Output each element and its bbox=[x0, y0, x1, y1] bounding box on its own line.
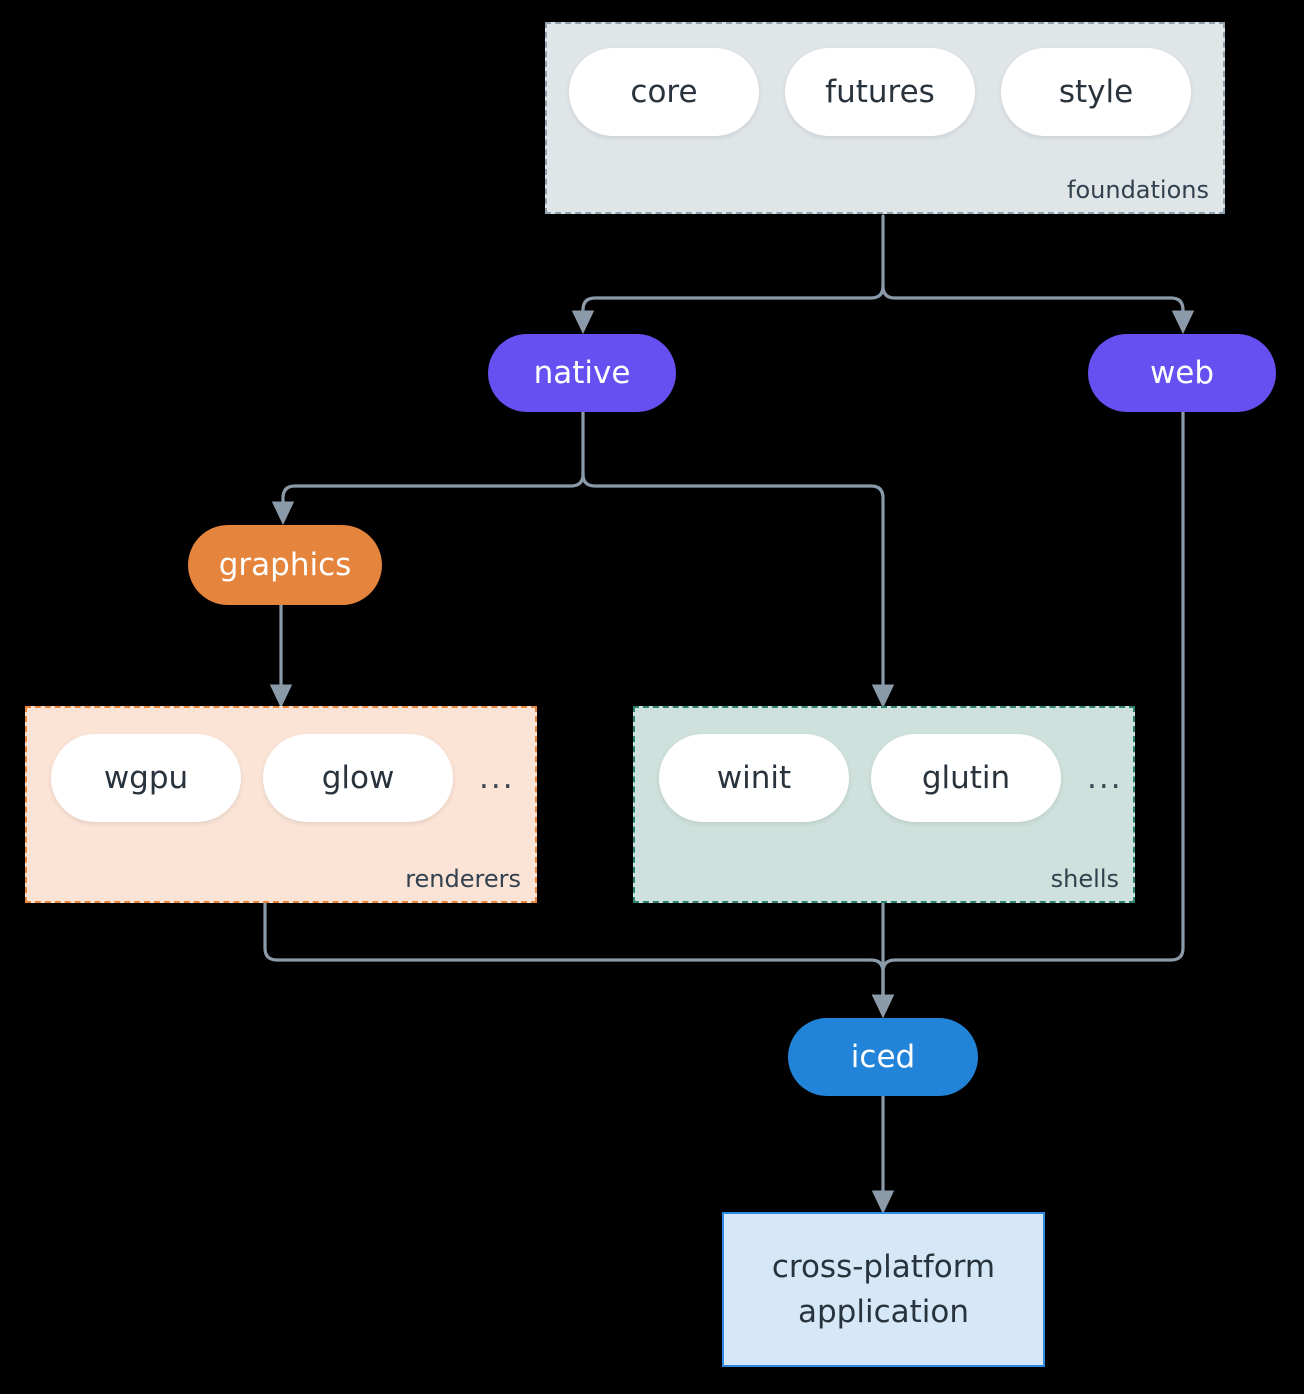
cluster-label-renderers: renderers bbox=[405, 865, 521, 893]
shells-items: winit glutin ... bbox=[659, 734, 1127, 822]
cluster-foundations: core futures style foundations bbox=[545, 22, 1225, 214]
edge-renderers-to-iced bbox=[263, 901, 895, 1019]
node-native[interactable]: native bbox=[488, 334, 676, 412]
cluster-label-foundations: foundations bbox=[1067, 176, 1209, 204]
leaf-glutin[interactable]: glutin bbox=[871, 734, 1061, 822]
edge-native-to-graphics bbox=[271, 472, 585, 526]
leaf-style[interactable]: style bbox=[1001, 48, 1191, 136]
cluster-label-shells: shells bbox=[1050, 865, 1119, 893]
node-cross-platform-application[interactable]: cross-platform application bbox=[722, 1212, 1045, 1367]
leaf-futures[interactable]: futures bbox=[785, 48, 975, 136]
node-iced[interactable]: iced bbox=[788, 1018, 978, 1096]
foundations-items: core futures style bbox=[569, 48, 1191, 136]
leaf-shells-ellipsis: ... bbox=[1087, 760, 1123, 796]
node-graphics[interactable]: graphics bbox=[188, 525, 382, 605]
leaf-renderers-ellipsis: ... bbox=[479, 760, 515, 796]
leaf-glow[interactable]: glow bbox=[263, 734, 453, 822]
application-label-line2: application bbox=[798, 1293, 969, 1330]
edge-native-to-shells bbox=[581, 472, 895, 709]
leaf-core[interactable]: core bbox=[569, 48, 759, 136]
leaf-winit[interactable]: winit bbox=[659, 734, 849, 822]
cluster-renderers: wgpu glow ... renderers bbox=[25, 706, 537, 903]
node-web[interactable]: web bbox=[1088, 334, 1276, 412]
leaf-wgpu[interactable]: wgpu bbox=[51, 734, 241, 822]
edge-foundations-to-native bbox=[571, 284, 885, 335]
renderers-items: wgpu glow ... bbox=[51, 734, 519, 822]
edge-foundations-to-web bbox=[881, 284, 1195, 335]
cluster-shells: winit glutin ... shells bbox=[633, 706, 1135, 903]
application-label-line1: cross-platform bbox=[771, 1248, 996, 1285]
